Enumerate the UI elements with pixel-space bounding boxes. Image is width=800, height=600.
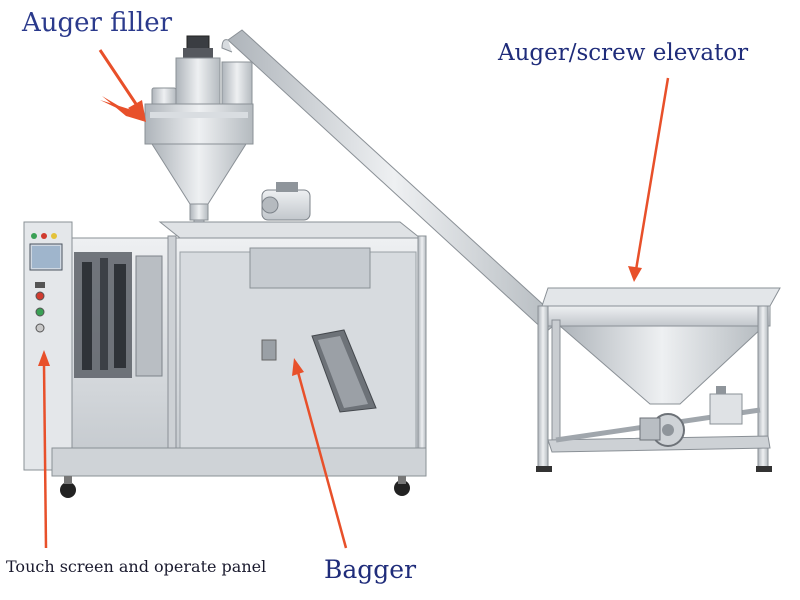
auger-filler-arrow xyxy=(98,49,142,111)
bagger-machine xyxy=(23,221,427,498)
motor xyxy=(261,182,311,221)
auger-filler xyxy=(144,35,254,239)
auger-filler-arrowhead xyxy=(128,100,146,122)
bagger-arrowhead xyxy=(292,358,304,376)
elevator-hopper xyxy=(536,287,781,472)
elevator-arrow xyxy=(634,77,670,271)
elevator-arrowhead xyxy=(628,266,642,282)
auger-elevator-label: Auger/screw elevator xyxy=(498,40,749,66)
touch-panel-label: Touch screen and operate panel xyxy=(6,557,267,576)
arrows xyxy=(38,49,670,549)
panel-arrowhead xyxy=(38,350,50,366)
panel-arrow xyxy=(42,363,48,549)
bagger-label: Bagger xyxy=(324,555,417,584)
bagger-arrow xyxy=(296,371,348,549)
auger-filler-label: Auger filler xyxy=(22,8,173,38)
